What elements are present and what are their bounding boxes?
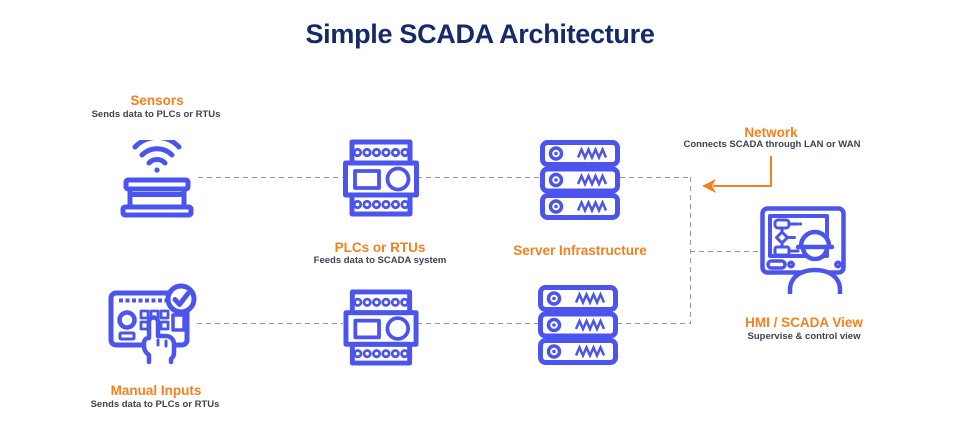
- operator-terminal-icon: [760, 206, 846, 294]
- hmi-description: Supervise & control view: [747, 331, 861, 342]
- connector-plc-to-server-top: [417, 177, 540, 178]
- plcs-label: PLCs or RTUs: [334, 240, 426, 255]
- connector-plc-to-server-bottom: [417, 323, 538, 324]
- network-description: Connects SCADA through LAN or WAN: [683, 139, 861, 150]
- sensors-description: Sends data to PLCs or RTUs: [91, 109, 221, 120]
- manual-inputs-label: Manual Inputs: [110, 383, 202, 398]
- connector-server-top-to-network: [620, 177, 690, 178]
- network-callout-arrow: [702, 156, 772, 193]
- plcs-description: Feeds data to SCADA system: [313, 255, 447, 266]
- sensors-label: Sensors: [130, 93, 184, 108]
- hmi-label: HMI / SCADA View: [745, 315, 863, 330]
- connector-sensors-to-plc: [198, 177, 343, 178]
- network-label: Network: [744, 125, 798, 140]
- control-panel-hand-icon: [108, 283, 197, 365]
- server-rack-icon: [538, 285, 618, 365]
- plc-device-icon: [343, 289, 419, 366]
- connector-manual-to-plc: [197, 323, 343, 324]
- wifi-sensor-icon: [120, 140, 194, 218]
- plc-device-icon: [343, 139, 419, 217]
- manual-inputs-description: Sends data to PLCs or RTUs: [90, 399, 220, 410]
- connector-network-bus: [690, 177, 691, 324]
- connector-network-to-hmi: [690, 251, 762, 252]
- diagram-title: Simple SCADA Architecture: [305, 19, 655, 49]
- connector-server-bottom-to-network: [617, 323, 690, 324]
- servers-label: Server Infrastructure: [513, 243, 647, 258]
- server-rack-icon: [540, 140, 620, 220]
